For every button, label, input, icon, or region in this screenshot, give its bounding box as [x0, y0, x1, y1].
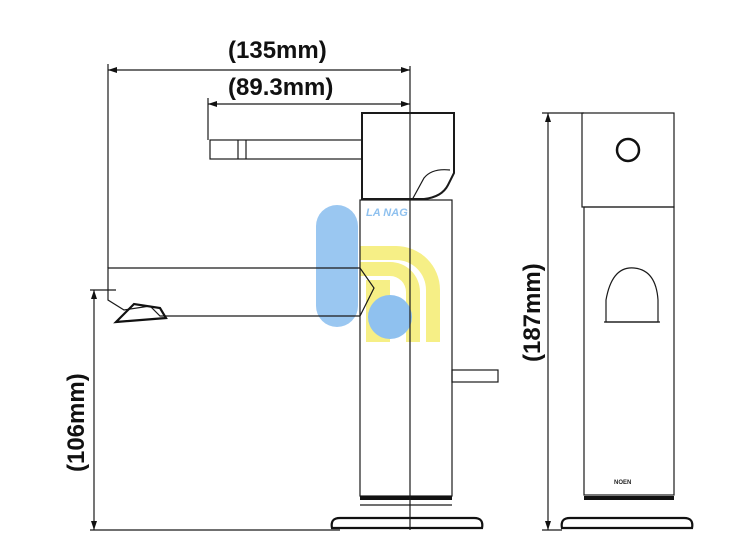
handle-lever	[209, 139, 363, 160]
watermark-logo: LA NAG	[316, 205, 440, 342]
brand-mark: NOEN	[614, 480, 631, 486]
handle-cap	[361, 112, 455, 200]
front-body	[583, 206, 675, 496]
spout	[107, 267, 375, 317]
dim-spout-height: (106mm)	[63, 373, 90, 472]
front-spout-outlet	[605, 267, 659, 323]
dim-total-height: (187mm)	[519, 263, 546, 362]
handle-screw	[615, 137, 641, 163]
dimension-labels: (135mm) (89.3mm) (106mm) (187mm)	[63, 37, 546, 472]
dim-overall-reach: (135mm)	[228, 37, 327, 64]
watermark-text: LA NAG	[366, 207, 408, 219]
base-plate	[330, 516, 484, 530]
dim-handle-reach: (89.3mm)	[228, 74, 333, 101]
popup-rod	[451, 369, 499, 383]
faucet-body	[359, 199, 453, 497]
front-base-plate	[560, 516, 694, 530]
faucet-front-view: NOEN	[560, 112, 694, 530]
faucet-side-view	[107, 66, 499, 530]
dimension-lines	[90, 64, 584, 531]
